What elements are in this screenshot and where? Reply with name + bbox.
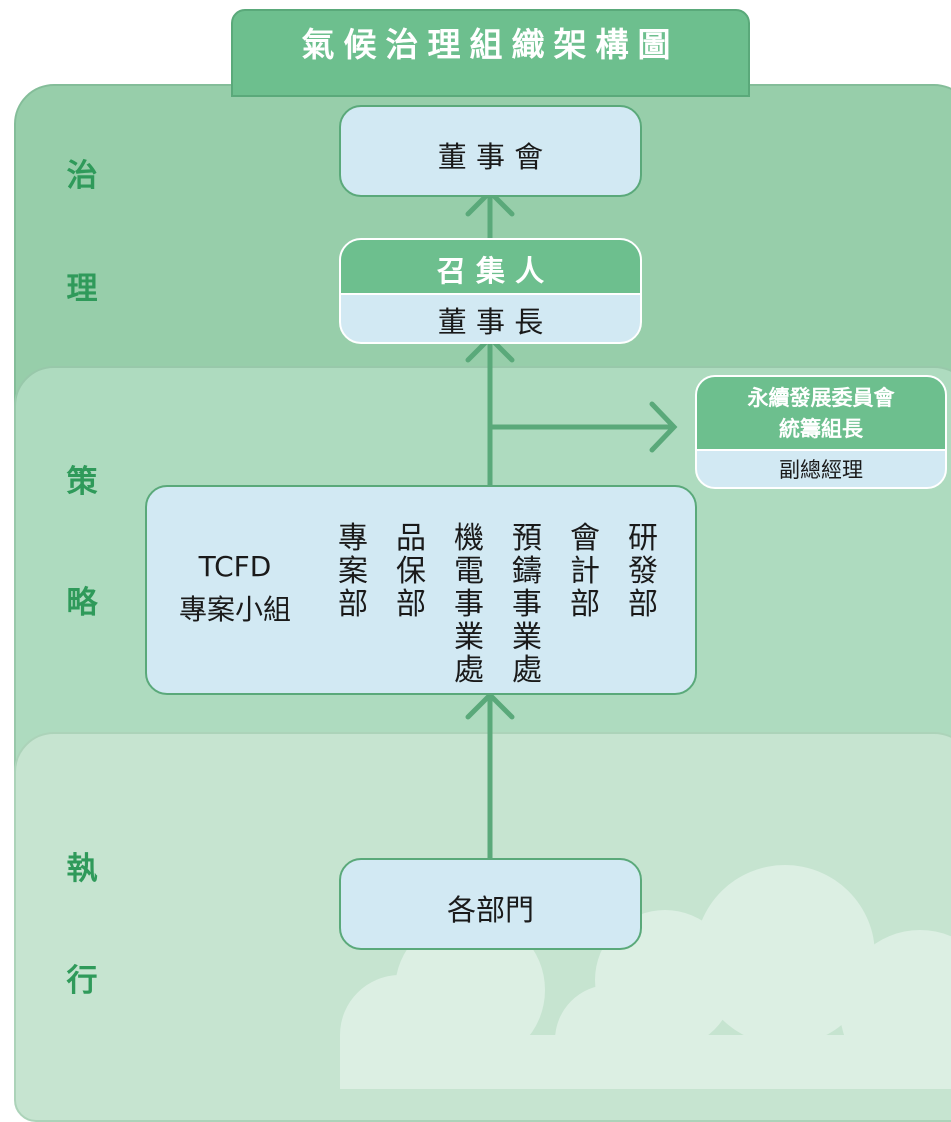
side-label-strategy-2: 略 [66,585,98,621]
all-departments-box [339,858,642,950]
board-box [339,105,642,197]
department-accounting: 會計部 [570,521,600,622]
committee-lead-line1: 永續發展委員會 [747,386,895,410]
department-quality-assurance: 品保部 [396,521,426,622]
tcfd-label-line2: 專案小組 [178,593,291,626]
department-precast: 預鑄事業處 [512,521,542,688]
all-departments-label: 各部門 [446,893,534,927]
sustainability-committee-box [695,375,947,489]
department-rnd: 研發部 [628,521,658,622]
side-label-governance-2: 理 [66,271,98,307]
committee-lead-line2: 統籌組長 [779,417,863,441]
chairman-label: 董 事 長 [437,305,544,339]
board-label: 董 事 會 [437,140,544,174]
department-electromechanical: 機電事業處 [454,521,484,688]
chairman-box [339,238,642,344]
connector-arrows [465,188,678,861]
side-label-strategy-1: 策 [66,464,98,500]
side-label-execution-2: 行 [66,963,98,999]
tcfd-group-box [145,485,697,695]
department-project: 專案部 [338,521,368,622]
convener-label: 召 集 人 [436,254,545,288]
committee-role: 副總經理 [779,458,863,482]
tcfd-label-line1: TCFD [198,550,272,583]
diagram-title: 氣候治理組織架構圖 [301,25,680,64]
title-tab [231,9,750,97]
side-label-governance-1: 治 [66,158,98,194]
side-label-execution-1: 執 [66,851,98,887]
